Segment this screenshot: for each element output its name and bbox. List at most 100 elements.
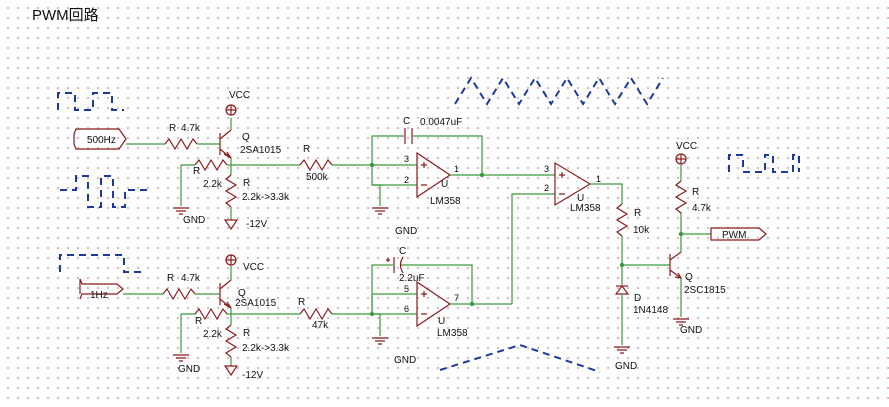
- svg-text:LM358: LM358: [570, 203, 601, 214]
- svg-text:Q: Q: [238, 288, 246, 299]
- svg-text:0.0047uF: 0.0047uF: [420, 117, 462, 128]
- svg-text:1N4148: 1N4148: [633, 305, 668, 316]
- output-port-pwm[interactable]: PWM: [710, 227, 767, 241]
- wire: [180, 313, 195, 353]
- svg-text:GND: GND: [394, 355, 416, 366]
- waveform-square-1hz: [59, 254, 146, 273]
- junction-dot: [469, 301, 475, 307]
- negative-supply-symbol: -12V: [223, 219, 267, 231]
- svg-text:GND: GND: [178, 364, 200, 375]
- svg-text:3: 3: [544, 164, 549, 174]
- pnp-transistor-bottom: Q 2SA1015: [219, 279, 277, 309]
- svg-text:500k: 500k: [306, 172, 329, 183]
- svg-text:10k: 10k: [633, 225, 650, 236]
- svg-text:R: R: [243, 178, 250, 189]
- ground-symbol: GND: [173, 354, 200, 375]
- vcc-symbol: VCC: [225, 90, 250, 116]
- svg-text:4.7k: 4.7k: [181, 273, 201, 284]
- diode-1n4148: D 1N4148: [614, 285, 668, 316]
- svg-text:VCC: VCC: [676, 141, 697, 152]
- svg-text:2.2k: 2.2k: [203, 329, 223, 340]
- svg-text:D: D: [634, 293, 641, 304]
- resistor-bottom-base: R 4.7k: [162, 273, 201, 301]
- opamp-top: 3 2 1 U LM358: [404, 151, 461, 207]
- vcc-symbol: VCC: [675, 141, 697, 165]
- svg-text:PWM: PWM: [722, 230, 746, 241]
- svg-text:2.2k: 2.2k: [203, 179, 223, 190]
- svg-text:2: 2: [544, 183, 549, 193]
- svg-text:7: 7: [454, 293, 459, 303]
- page-title: PWM回路: [32, 7, 99, 24]
- ground-symbol: GND: [372, 207, 417, 237]
- waveform-triangle: [439, 343, 601, 373]
- ground-symbol: GND: [372, 337, 416, 366]
- svg-text:3: 3: [404, 154, 409, 164]
- npn-transistor-2sc1815: Q 2SC1815: [669, 251, 726, 296]
- resistor-bottom-emitter: R 2.2k->3.3k: [224, 324, 290, 358]
- svg-text:R: R: [303, 144, 310, 155]
- capacitor-top: C 0.0047uF: [403, 116, 462, 144]
- ground-symbol: GND: [614, 346, 637, 372]
- waveform-pwm-out: [728, 154, 800, 173]
- svg-text:GND: GND: [615, 361, 637, 372]
- resistor-pullup-4k7: R 4.7k: [674, 180, 712, 214]
- waveform-pulse-top: [60, 175, 152, 208]
- svg-text:2SA1015: 2SA1015: [235, 298, 277, 309]
- svg-text:Q: Q: [685, 272, 693, 283]
- resistor-label: R: [169, 123, 176, 134]
- svg-text:C: C: [403, 116, 410, 127]
- wire: [372, 184, 381, 206]
- svg-text:5: 5: [404, 284, 409, 294]
- wire: [371, 294, 381, 336]
- svg-text:U: U: [441, 179, 448, 190]
- svg-text:R: R: [692, 187, 699, 198]
- input-port-500hz[interactable]: 500Hz: [73, 128, 127, 150]
- resistor-top-integrator: R 500k: [299, 144, 333, 183]
- waveform-sawtooth: [454, 76, 664, 106]
- svg-text:47k: 47k: [312, 320, 329, 331]
- svg-text:2.2k->3.3k: 2.2k->3.3k: [242, 343, 290, 354]
- svg-text:R: R: [243, 328, 250, 339]
- input-port-1hz[interactable]: 1Hz: [79, 278, 124, 301]
- transistor-label: Q: [242, 132, 250, 143]
- svg-text:1: 1: [596, 174, 601, 184]
- resistor-bottom-bias: R 2.2k: [194, 307, 228, 340]
- ground-symbol: GND: [173, 207, 205, 226]
- wire: [590, 183, 623, 204]
- svg-text:-12V: -12V: [242, 370, 263, 381]
- resistor-bottom-integrator: R 47k: [298, 297, 333, 331]
- svg-text:LM358: LM358: [430, 196, 461, 207]
- wire: [371, 135, 483, 174]
- svg-text:R: R: [195, 316, 202, 327]
- svg-text:2.2uF: 2.2uF: [399, 273, 425, 284]
- svg-text:6: 6: [404, 304, 409, 314]
- resistor-output-10k: R 10k: [615, 203, 650, 237]
- ground-symbol: GND: [673, 318, 702, 336]
- svg-text:2: 2: [404, 175, 409, 185]
- svg-text:R: R: [634, 208, 641, 219]
- wire: [511, 193, 555, 304]
- opamp-bottom: 5 6 7 U LM358: [404, 280, 468, 339]
- svg-text:VCC: VCC: [229, 90, 250, 101]
- svg-text:U: U: [577, 193, 584, 204]
- svg-text:U: U: [438, 316, 445, 327]
- opamp-comparator: 3 2 1 U LM358: [544, 161, 601, 214]
- resistor-top-base: R 4.7k: [164, 123, 201, 151]
- svg-text:VCC: VCC: [243, 262, 264, 273]
- input-port-label: 500Hz: [87, 135, 116, 146]
- svg-text:1: 1: [454, 164, 459, 174]
- svg-text:R: R: [193, 166, 200, 177]
- svg-text:GND: GND: [680, 325, 702, 336]
- svg-text:-12V: -12V: [246, 219, 267, 230]
- waveform-square-500hz: [57, 92, 124, 111]
- resistor-value: 4.7k: [181, 123, 201, 134]
- svg-text:4.7k: 4.7k: [692, 203, 712, 214]
- svg-text:R: R: [298, 297, 305, 308]
- svg-text:2SC1815: 2SC1815: [684, 285, 726, 296]
- pnp-transistor-top: Q 2SA1015: [219, 129, 282, 159]
- svg-text:C: C: [399, 246, 406, 257]
- vcc-symbol: VCC: [225, 254, 264, 273]
- svg-text:2.2k->3.3k: 2.2k->3.3k: [242, 192, 290, 203]
- capacitor-bottom: C 2.2uF: [386, 246, 425, 284]
